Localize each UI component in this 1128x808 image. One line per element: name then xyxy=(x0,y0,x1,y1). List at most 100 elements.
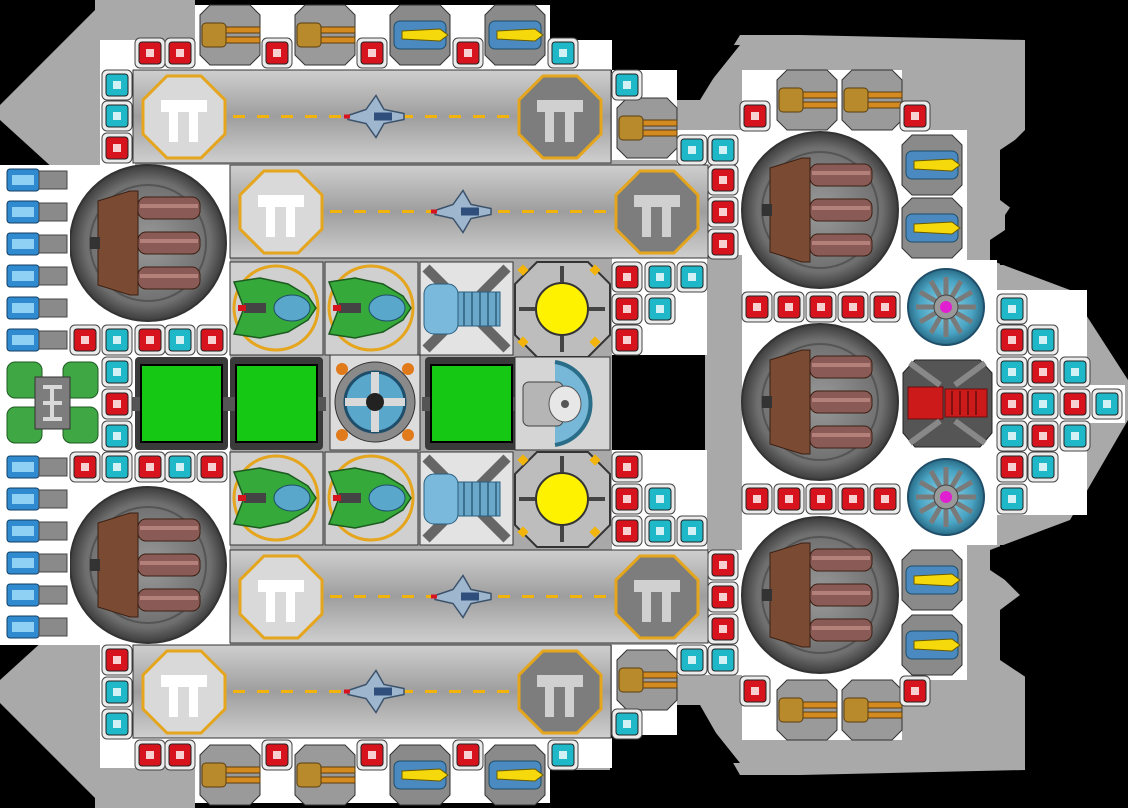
shield-module-icon[interactable] xyxy=(1027,388,1059,420)
power-module-icon[interactable] xyxy=(869,291,901,323)
missile-pod[interactable] xyxy=(419,451,514,546)
autocannon-icon[interactable] xyxy=(776,679,838,741)
shield-module-icon[interactable] xyxy=(101,708,133,740)
shield-module-icon[interactable] xyxy=(1059,420,1091,452)
shield-module-icon[interactable] xyxy=(611,708,643,740)
power-module-icon[interactable] xyxy=(134,451,166,483)
shield-module-icon[interactable] xyxy=(101,356,133,388)
laser-turret-icon[interactable] xyxy=(901,549,963,611)
shield-module-icon[interactable] xyxy=(1027,324,1059,356)
shield-module-icon[interactable] xyxy=(644,515,676,547)
shield-module-icon[interactable] xyxy=(996,483,1028,515)
shield-module-icon[interactable] xyxy=(611,69,643,101)
power-module-icon[interactable] xyxy=(773,483,805,515)
hangar-door-icon[interactable] xyxy=(517,649,603,735)
shield-module-icon[interactable] xyxy=(101,324,133,356)
shield-module-icon[interactable] xyxy=(644,293,676,325)
fighter-bay[interactable] xyxy=(229,451,324,546)
shield-module-icon[interactable] xyxy=(1091,388,1123,420)
power-module-icon[interactable] xyxy=(101,132,133,164)
jet-fighter-icon[interactable] xyxy=(431,189,492,234)
jet-fighter-icon[interactable] xyxy=(344,669,405,714)
radar-dish-icon[interactable] xyxy=(907,458,985,536)
autocannon-icon[interactable] xyxy=(841,69,903,131)
power-module-icon[interactable] xyxy=(707,196,739,228)
power-module-icon[interactable] xyxy=(739,100,771,132)
power-module-icon[interactable] xyxy=(739,675,771,707)
autocannon-icon[interactable] xyxy=(616,97,678,159)
shield-module-icon[interactable] xyxy=(676,261,708,293)
laser-turret-icon[interactable] xyxy=(484,4,546,66)
shield-module-icon[interactable] xyxy=(101,676,133,708)
power-module-icon[interactable] xyxy=(741,483,773,515)
laser-turret-icon[interactable] xyxy=(389,4,451,66)
power-module-icon[interactable] xyxy=(707,164,739,196)
shield-module-icon[interactable] xyxy=(1027,451,1059,483)
shield-module-icon[interactable] xyxy=(164,324,196,356)
hangar-door-icon[interactable] xyxy=(614,169,700,255)
power-module-icon[interactable] xyxy=(805,483,837,515)
shield-module-icon[interactable] xyxy=(707,644,739,676)
power-module-icon[interactable] xyxy=(707,613,739,645)
fighter-bay[interactable] xyxy=(324,261,419,356)
hangar-door-icon[interactable] xyxy=(238,554,324,640)
power-module-icon[interactable] xyxy=(452,37,484,69)
power-module-icon[interactable] xyxy=(773,291,805,323)
power-module-icon[interactable] xyxy=(69,451,101,483)
heavy-cannon-icon[interactable] xyxy=(741,131,899,289)
power-module-icon[interactable] xyxy=(869,483,901,515)
power-module-icon[interactable] xyxy=(1027,356,1059,388)
power-module-icon[interactable] xyxy=(837,483,869,515)
power-module-icon[interactable] xyxy=(837,291,869,323)
hangar-door-icon[interactable] xyxy=(141,649,227,735)
laser-turret-icon[interactable] xyxy=(901,134,963,196)
power-module-icon[interactable] xyxy=(101,644,133,676)
hangar-door-icon[interactable] xyxy=(238,169,324,255)
power-module-icon[interactable] xyxy=(899,675,931,707)
hangar-door-icon[interactable] xyxy=(614,554,700,640)
autocannon-icon[interactable] xyxy=(199,4,261,66)
missile-pod[interactable] xyxy=(419,261,514,356)
power-module-icon[interactable] xyxy=(611,293,643,325)
ion-cannon[interactable] xyxy=(514,356,611,451)
shield-module-icon[interactable] xyxy=(676,644,708,676)
power-module-icon[interactable] xyxy=(611,324,643,356)
power-module-icon[interactable] xyxy=(134,739,166,771)
shield-module-icon[interactable] xyxy=(676,515,708,547)
power-module-icon[interactable] xyxy=(356,37,388,69)
power-module-icon[interactable] xyxy=(611,261,643,293)
power-module-icon[interactable] xyxy=(261,739,293,771)
radar-dish-icon[interactable] xyxy=(907,268,985,346)
power-module-icon[interactable] xyxy=(261,37,293,69)
shield-module-icon[interactable] xyxy=(644,261,676,293)
shield-module-icon[interactable] xyxy=(547,37,579,69)
autocannon-icon[interactable] xyxy=(776,69,838,131)
autocannon-icon[interactable] xyxy=(841,679,903,741)
shield-module-icon[interactable] xyxy=(707,134,739,166)
power-module-icon[interactable] xyxy=(164,37,196,69)
heavy-cannon-icon[interactable] xyxy=(69,164,227,322)
beam-turret[interactable] xyxy=(900,355,995,450)
power-module-icon[interactable] xyxy=(101,388,133,420)
power-module-icon[interactable] xyxy=(134,324,166,356)
power-module-icon[interactable] xyxy=(707,549,739,581)
shield-module-icon[interactable] xyxy=(101,451,133,483)
power-module-icon[interactable] xyxy=(996,388,1028,420)
shield-module-icon[interactable] xyxy=(101,69,133,101)
autocannon-icon[interactable] xyxy=(294,4,356,66)
shield-module-icon[interactable] xyxy=(676,134,708,166)
autocannon-icon[interactable] xyxy=(616,649,678,711)
hangar-door-icon[interactable] xyxy=(517,74,603,160)
laser-turret-icon[interactable] xyxy=(389,744,451,806)
laser-turret-icon[interactable] xyxy=(484,744,546,806)
power-module-icon[interactable] xyxy=(707,228,739,260)
power-module-icon[interactable] xyxy=(164,739,196,771)
shield-module-icon[interactable] xyxy=(164,451,196,483)
power-module-icon[interactable] xyxy=(611,451,643,483)
shield-module-icon[interactable] xyxy=(101,420,133,452)
jet-fighter-icon[interactable] xyxy=(431,574,492,619)
reactor[interactable] xyxy=(227,357,326,450)
shield-module-icon[interactable] xyxy=(996,356,1028,388)
shield-module-icon[interactable] xyxy=(101,100,133,132)
shield-module-icon[interactable] xyxy=(547,739,579,771)
